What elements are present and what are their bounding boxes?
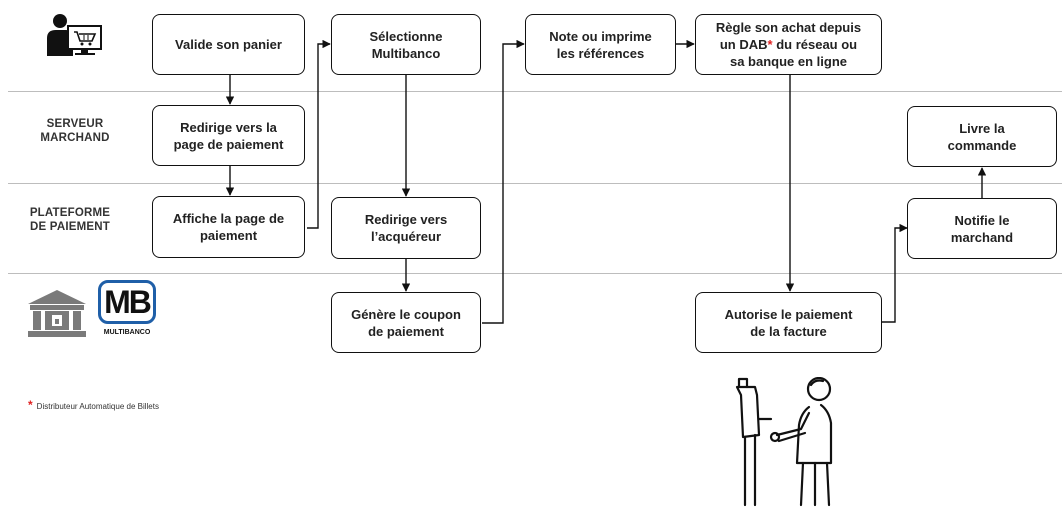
- footnote-star: *: [28, 398, 33, 412]
- step-regle-achat: Règle son achat depuis un DAB* du réseau…: [695, 14, 882, 75]
- step-genere-coupon-text: Génère le coupon de paiement: [351, 306, 461, 339]
- step-livre-commande-text: Livre la commande: [947, 120, 1017, 153]
- lane-label-serveur-marchand: SERVEUR MARCHAND: [40, 118, 110, 144]
- step-notifie-marchand: Notifie le marchand: [907, 198, 1057, 259]
- lane-separator-3: [8, 273, 1062, 274]
- customer-at-computer-icon: [47, 14, 102, 56]
- step-valide-panier-text: Valide son panier: [175, 37, 282, 52]
- arrow-coupon-to-note: [482, 39, 525, 324]
- step-redirige-acquereur-text: Redirige vers l’acquéreur: [364, 212, 448, 244]
- footnote: *Distributeur Automatique de Billets: [28, 398, 159, 412]
- bank-building-icon: [28, 290, 86, 337]
- step-autorise-paiement-text: Autorise le paiement de la facture: [724, 306, 853, 339]
- lane-separator-1: [8, 91, 1062, 92]
- multibanco-logo-mark: MB: [98, 280, 156, 324]
- step-valide-panier: Valide son panier: [152, 14, 305, 75]
- lane-separator-2: [8, 183, 1062, 184]
- step-redirige-page-paiement-text: Redirige vers la page de paiement: [173, 119, 284, 152]
- multibanco-logo: MB MULTIBANCO: [96, 280, 158, 344]
- step-note-references-text: Note ou imprime les références: [549, 28, 652, 61]
- multibanco-logo-caption: MULTIBANCO: [103, 329, 151, 336]
- person-at-atm-icon: [735, 377, 833, 507]
- step-autorise-paiement: Autorise le paiement de la facture: [695, 292, 882, 353]
- step-affiche-page-paiement-text: Affiche la page de paiement: [172, 211, 285, 243]
- step-note-references: Note ou imprime les références: [525, 14, 676, 75]
- arrow-autorise-to-notifie: [882, 223, 908, 323]
- lane-label-plateforme-paiement: PLATEFORME DE PAIEMENT: [29, 207, 111, 233]
- step-redirige-page-paiement: Redirige vers la page de paiement: [152, 105, 305, 166]
- step-livre-commande: Livre la commande: [907, 106, 1057, 167]
- step-affiche-page-paiement: Affiche la page de paiement: [152, 196, 305, 258]
- footnote-text: Distributeur Automatique de Billets: [36, 402, 159, 411]
- step-selectionne-multibanco-text: Sélectionne Multibanco: [369, 28, 443, 61]
- arrow-affiche-to-selectionne: [307, 39, 331, 229]
- dab-footnote-star: *: [767, 37, 773, 52]
- step-redirige-acquereur: Redirige vers l’acquéreur: [331, 197, 481, 259]
- step-regle-achat-text: Règle son achat depuis un DAB* du réseau…: [715, 20, 862, 69]
- step-notifie-marchand-text: Notifie le marchand: [950, 212, 1014, 245]
- step-selectionne-multibanco: Sélectionne Multibanco: [331, 14, 481, 75]
- step-genere-coupon: Génère le coupon de paiement: [331, 292, 481, 353]
